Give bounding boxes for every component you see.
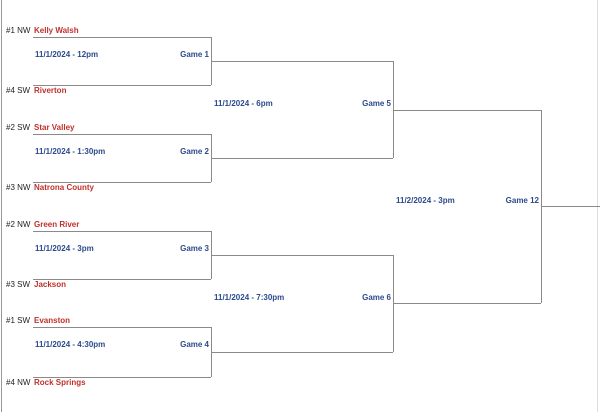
bracket-line [33, 85, 211, 86]
team-name[interactable]: Green River [34, 220, 80, 229]
game-label[interactable]: Game 6 [362, 293, 391, 302]
champion-line [541, 206, 600, 207]
bracket-line [33, 231, 211, 232]
game-label[interactable]: Game 1 [180, 50, 209, 59]
game-label[interactable]: Game 2 [180, 147, 209, 156]
bracket-line [33, 279, 211, 280]
bracket-line [211, 158, 393, 159]
team-seed: #1 NW [6, 26, 31, 35]
game-date: 11/1/2024 - 1:30pm [35, 147, 106, 156]
bracket-line [211, 255, 393, 256]
game-date: 11/1/2024 - 3pm [35, 244, 94, 253]
team-seed: #2 NW [6, 220, 31, 229]
team-name[interactable]: Evanston [34, 316, 71, 325]
bracket-line [393, 303, 541, 304]
game-label[interactable]: Game 3 [180, 244, 209, 253]
team-seed: #3 NW [6, 183, 31, 192]
bracket-line [33, 134, 211, 135]
bracket-line [393, 110, 541, 111]
team-seed: #4 SW [6, 86, 31, 95]
team-name[interactable]: Star Valley [34, 123, 75, 132]
game-label[interactable]: Game 4 [180, 340, 209, 349]
bracket-line [33, 377, 211, 378]
bracket-line [33, 37, 211, 38]
team-name[interactable]: Kelly Walsh [34, 26, 79, 35]
game-date: 11/1/2024 - 6pm [214, 99, 273, 108]
team-seed: #3 SW [6, 280, 31, 289]
bracket-line [393, 61, 394, 158]
bracket-line [33, 327, 211, 328]
team-name[interactable]: Riverton [34, 86, 67, 95]
final-game-label[interactable]: Game 12 [505, 196, 539, 205]
team-seed: #2 SW [6, 123, 31, 132]
final-date: 11/2/2024 - 3pm [396, 196, 455, 205]
team-name[interactable]: Rock Springs [34, 378, 86, 387]
team-name[interactable]: Natrona County [34, 183, 94, 192]
game-date: 11/1/2024 - 7:30pm [214, 293, 285, 302]
team-seed: #4 NW [6, 378, 31, 387]
left-border [1, 0, 2, 412]
team-name[interactable]: Jackson [34, 280, 67, 289]
game-date: 11/1/2024 - 12pm [35, 50, 99, 59]
game-label[interactable]: Game 5 [362, 99, 391, 108]
team-seed: #1 SW [6, 316, 31, 325]
game-date: 11/1/2024 - 4:30pm [35, 340, 106, 349]
bracket-line [211, 61, 393, 62]
bracket-line [211, 352, 393, 353]
bracket-line [33, 182, 211, 183]
